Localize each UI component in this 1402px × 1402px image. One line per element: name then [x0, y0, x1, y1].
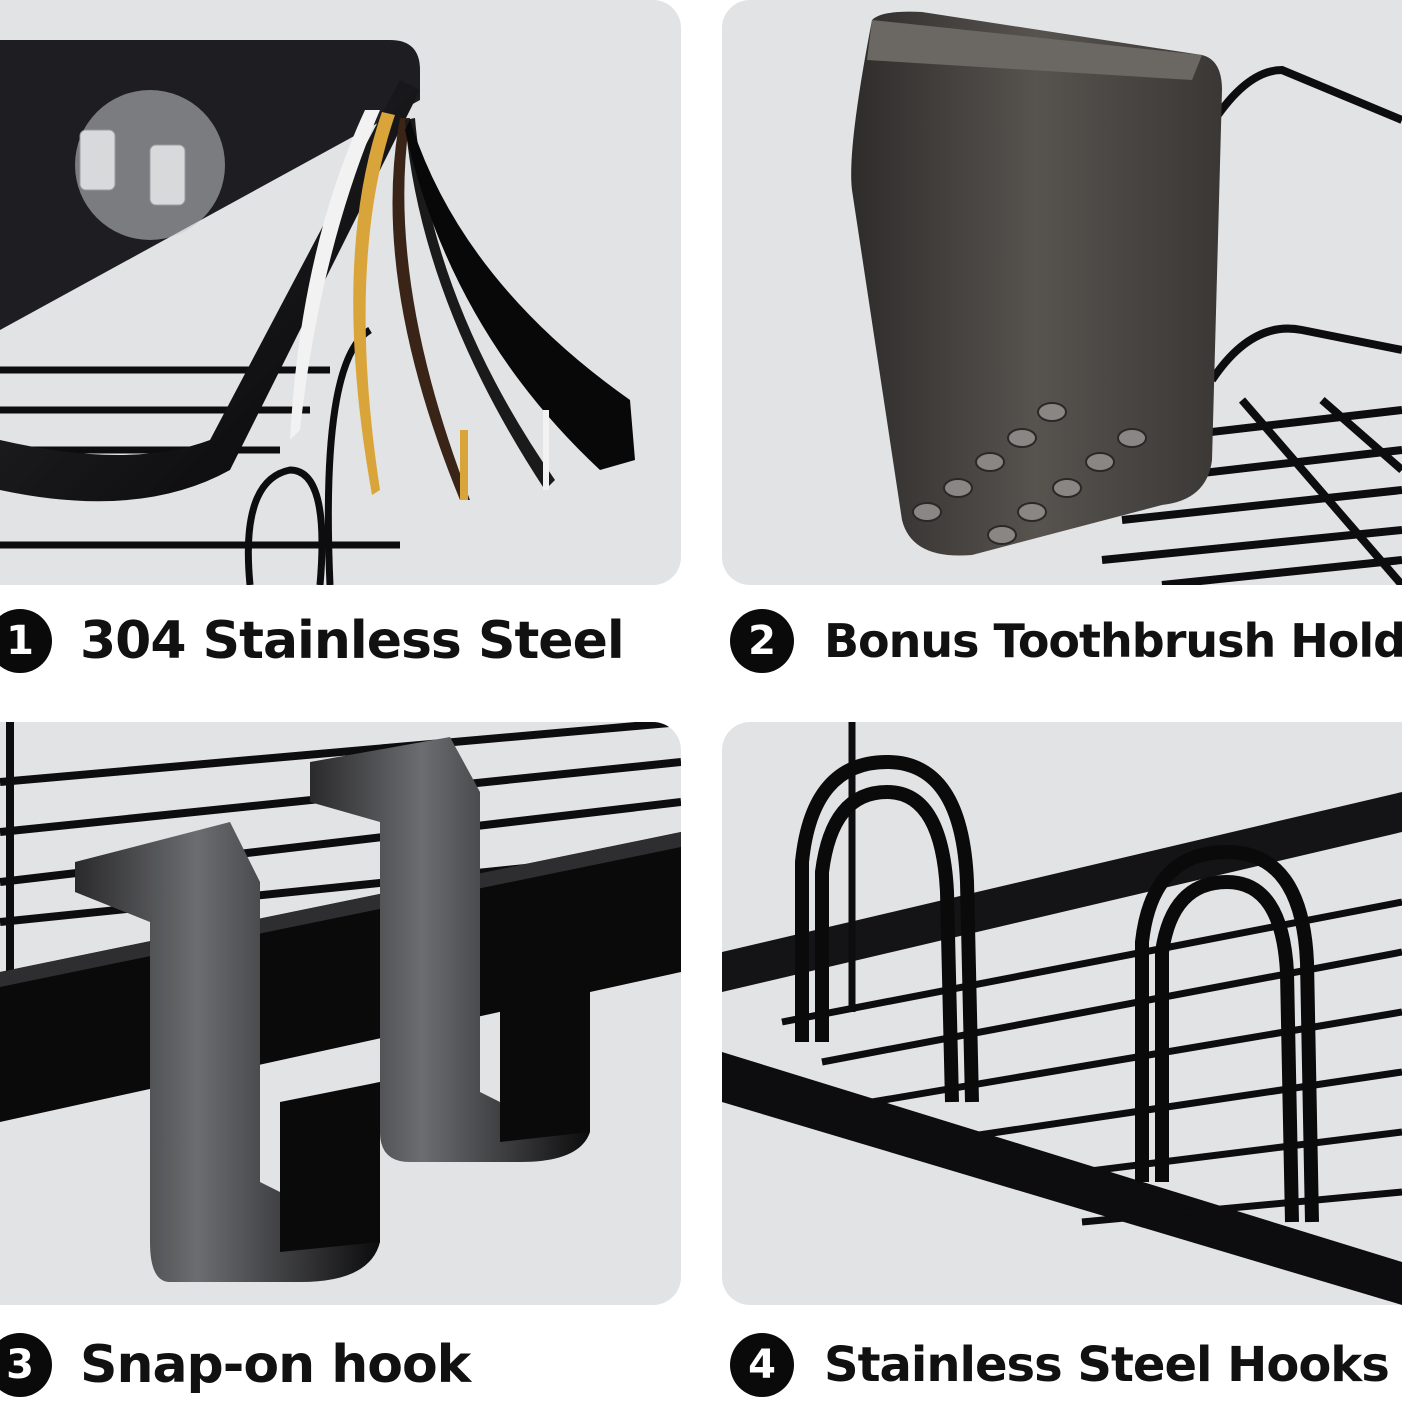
- feature-caption-2: 2 Bonus Toothbrush Holder: [730, 606, 1402, 676]
- feature-number-badge: 2: [730, 609, 794, 673]
- feature-caption-4: 4 Stainless Steel Hooks: [730, 1330, 1402, 1400]
- steel-layers-illustration: [0, 40, 635, 585]
- toothbrush-cup-illustration: [851, 11, 1402, 585]
- feature-label: Bonus Toothbrush Holder: [824, 614, 1402, 668]
- feature-number-badge: 1: [0, 609, 52, 673]
- feature-number-badge: 4: [730, 1333, 794, 1397]
- feature-number-badge: 3: [0, 1333, 52, 1397]
- feature-caption-1: 1 304 Stainless Steel: [0, 606, 688, 676]
- feature-label: Stainless Steel Hooks: [824, 1337, 1390, 1393]
- stainless-steel-photo: [0, 0, 681, 585]
- feature-label: 304 Stainless Steel: [80, 611, 625, 671]
- feature-caption-3: 3 Snap-on hook: [0, 1330, 688, 1400]
- stainless-steel-hooks-photo: [722, 722, 1402, 1305]
- steel-hooks-illustration: [722, 722, 1402, 1305]
- snap-on-hook-photo: [0, 722, 681, 1305]
- feature-label: Snap-on hook: [80, 1335, 471, 1395]
- toothbrush-holder-photo: [722, 0, 1402, 585]
- snap-on-hook-illustration: [0, 722, 681, 1282]
